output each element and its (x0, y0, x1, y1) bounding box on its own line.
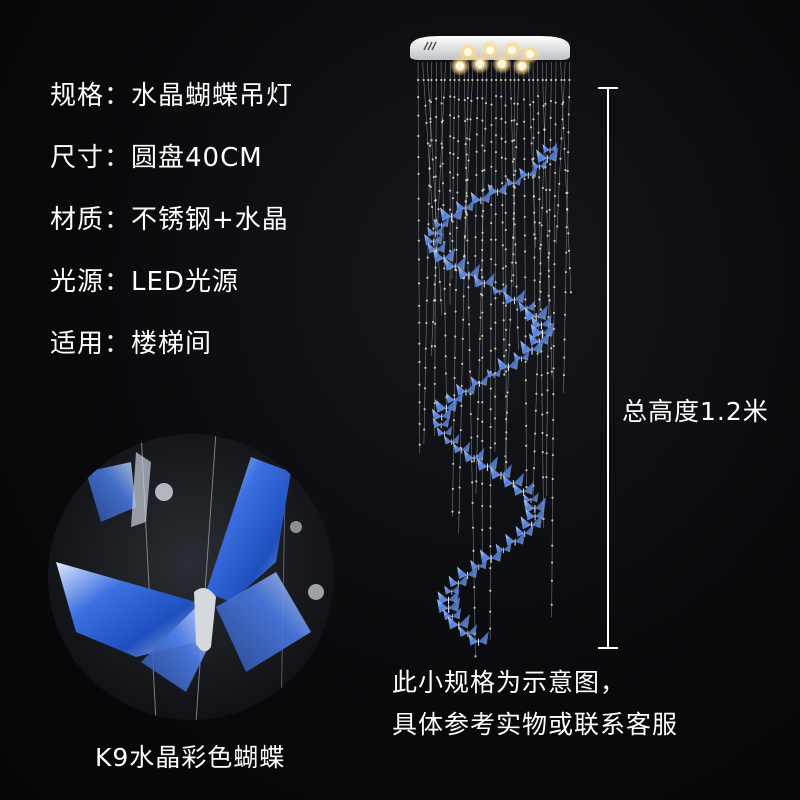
butterfly-detail-closeup (48, 434, 334, 720)
disclaimer-note: 此小规格为示意图， 具体参考实物或联系客服 (392, 662, 678, 746)
spec-value: LED光源 (131, 267, 239, 297)
spec-value: 楼梯间 (131, 329, 213, 359)
spec-row-light-source: 光源：LED光源 (50, 258, 293, 320)
spec-row-usage: 适用：楼梯间 (50, 320, 293, 382)
spec-list: 规格：水晶蝴蝶吊灯 尺寸：圆盘40CM 材质：不锈钢+水晶 光源：LED光源 适… (50, 72, 293, 382)
chandelier-illustration (410, 36, 618, 658)
spec-value: 圆盘40CM (131, 143, 263, 173)
height-bracket (598, 87, 618, 649)
spec-label: 规格： (50, 81, 132, 111)
spec-label: 光源： (50, 267, 132, 297)
crystal-strings (416, 61, 573, 658)
detail-caption: K9水晶彩色蝴蝶 (95, 743, 286, 772)
spec-value: 不锈钢+水晶 (131, 205, 289, 235)
spec-label: 适用： (50, 329, 132, 359)
spec-value: 水晶蝴蝶吊灯 (131, 81, 294, 111)
spec-label: 尺寸： (50, 143, 132, 173)
spec-row-material: 材质：不锈钢+水晶 (50, 196, 293, 258)
disclaimer-line-1: 此小规格为示意图， (392, 668, 627, 697)
spec-label: 材质： (50, 205, 132, 235)
disclaimer-line-2: 具体参考实物或联系客服 (392, 710, 679, 739)
spec-row-size: 尺寸：圆盘40CM (50, 134, 293, 196)
led-light-icon (450, 40, 540, 76)
total-height-label: 总高度1.2米 (622, 397, 769, 426)
butterfly-crystal-icon (424, 142, 559, 646)
spec-row-model: 规格：水晶蝴蝶吊灯 (50, 72, 293, 134)
